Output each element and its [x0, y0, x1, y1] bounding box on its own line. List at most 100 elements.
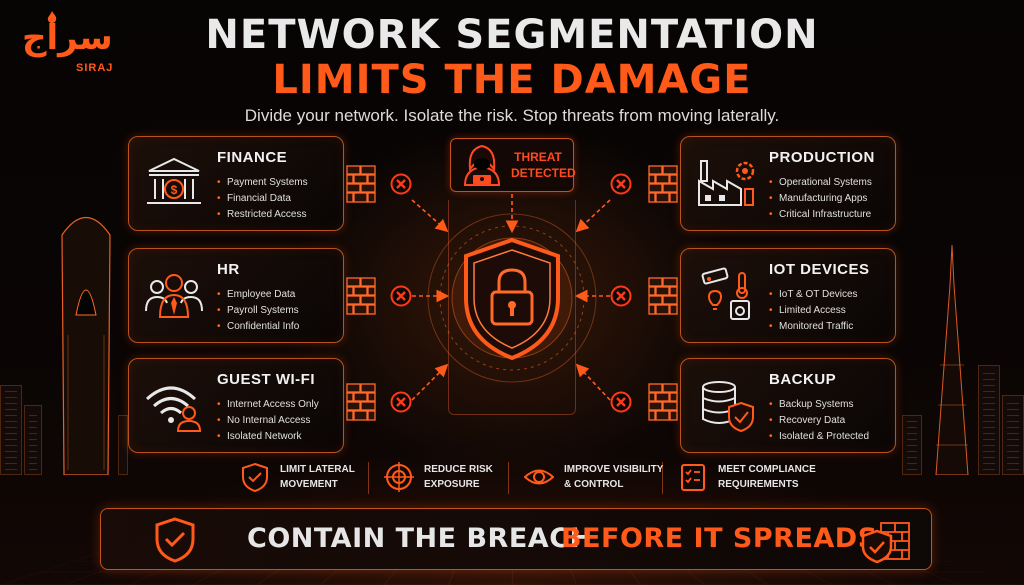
list-item: No Internal Access [217, 413, 319, 429]
benefit-line2: & CONTROL [564, 479, 624, 490]
list-item: Recovery Data [769, 413, 869, 429]
segment-card-hr: HR Employee Data Payroll Systems Confide… [128, 248, 344, 343]
page-title-highlight: LIMITS THE DAMAGE [272, 57, 752, 103]
divider [662, 462, 663, 494]
spire-tower-silhouette [930, 244, 974, 476]
skyline-building [1002, 395, 1024, 475]
banner-text-main: CONTAIN THE BREACH [247, 523, 593, 554]
logo-latin: SIRAJ [76, 62, 114, 74]
iot-icon [695, 267, 757, 323]
shield-check-icon [155, 517, 195, 563]
list-item: Manufacturing Apps [769, 191, 872, 207]
segment-title: IOT DEVICES [769, 261, 870, 278]
target-icon [384, 462, 414, 492]
shield-check-icon [242, 462, 268, 492]
firewall-icon [346, 277, 376, 315]
svg-text:$: $ [171, 183, 178, 197]
benefit-label: MEET COMPLIANCE REQUIREMENTS [718, 462, 828, 492]
benefit-line2: EXPOSURE [424, 479, 480, 490]
bottom-banner: CONTAIN THE BREACH BEFORE IT SPREADS [100, 508, 932, 570]
skyline-building [118, 415, 128, 475]
benefit-label: IMPROVE VISIBILITY & CONTROL [564, 462, 674, 492]
flame-icon [47, 11, 57, 23]
list-item: Employee Data [217, 287, 299, 303]
segment-card-guest-wifi: GUEST WI-FI Internet Access Only No Inte… [128, 358, 344, 453]
blocked-icon [610, 285, 632, 307]
segment-card-production: PRODUCTION Operational Systems Manufactu… [680, 136, 896, 231]
benefit-label: LIMIT LATERAL MOVEMENT [280, 462, 390, 492]
list-item: Isolated & Protected [769, 429, 869, 445]
center-frame [448, 200, 576, 415]
siraj-logo: سراج SIRAJ [18, 10, 118, 80]
hacker-icon [463, 144, 501, 186]
checklist-icon [681, 464, 705, 491]
benefit-line2: REQUIREMENTS [718, 479, 799, 490]
benefit-line1: REDUCE RISK [424, 464, 493, 475]
list-item: Payroll Systems [217, 303, 299, 319]
blocked-icon [390, 173, 412, 195]
divider [368, 462, 369, 494]
skyline-building [24, 405, 42, 475]
benefit-line1: IMPROVE VISIBILITY [564, 464, 664, 475]
skyline-building [902, 415, 922, 475]
threat-label-line1: THREAT [514, 150, 562, 164]
eye-icon [524, 469, 554, 485]
benefit-line1: MEET COMPLIANCE [718, 464, 816, 475]
bank-icon: $ [143, 155, 205, 211]
segment-card-iot-devices: IOT DEVICES IoT & OT Devices Limited Acc… [680, 248, 896, 343]
database-shield-icon [695, 377, 757, 433]
threat-label: THREAT DETECTED [511, 149, 576, 181]
list-item: Internet Access Only [217, 397, 319, 413]
segment-title: GUEST WI-FI [217, 371, 315, 388]
segment-title: HR [217, 261, 240, 278]
benefit-label: REDUCE RISK EXPOSURE [424, 462, 534, 492]
segment-list: Internet Access Only No Internal Access … [217, 397, 319, 445]
firewall-icon [648, 165, 678, 203]
logo-arabic: سراج [22, 18, 113, 58]
list-item: Backup Systems [769, 397, 869, 413]
segment-list: Operational Systems Manufacturing Apps C… [769, 175, 872, 223]
segment-list: Employee Data Payroll Systems Confidenti… [217, 287, 299, 335]
benefit-line1: LIMIT LATERAL [280, 464, 355, 475]
list-item: IoT & OT Devices [769, 287, 858, 303]
wifi-user-icon [143, 377, 205, 433]
segment-card-finance: $ FINANCE Payment Systems Financial Data… [128, 136, 344, 231]
list-item: Critical Infrastructure [769, 207, 872, 223]
segment-list: Backup Systems Recovery Data Isolated & … [769, 397, 869, 445]
blocked-icon [390, 285, 412, 307]
segment-title: BACKUP [769, 371, 837, 388]
list-item: Operational Systems [769, 175, 872, 191]
list-item: Payment Systems [217, 175, 308, 191]
skyline-building [0, 385, 22, 475]
segment-title: PRODUCTION [769, 149, 875, 166]
segment-list: Payment Systems Financial Data Restricte… [217, 175, 308, 223]
divider [508, 462, 509, 494]
list-item: Financial Data [217, 191, 308, 207]
segment-title: FINANCE [217, 149, 288, 166]
list-item: Limited Access [769, 303, 858, 319]
list-item: Monitored Traffic [769, 319, 858, 335]
factory-icon [695, 155, 757, 211]
segment-card-backup: BACKUP Backup Systems Recovery Data Isol… [680, 358, 896, 453]
threat-alert: THREAT DETECTED [450, 138, 576, 192]
page-subtitle: Divide your network. Isolate the risk. S… [244, 106, 780, 125]
people-icon [143, 267, 205, 323]
blocked-icon [390, 391, 412, 413]
firewall-icon [648, 277, 678, 315]
threat-label-line2: DETECTED [511, 166, 576, 180]
list-item: Confidential Info [217, 319, 299, 335]
list-item: Isolated Network [217, 429, 319, 445]
benefit-line2: MOVEMENT [280, 479, 338, 490]
page-title: NETWORK SEGMENTATION [205, 12, 819, 58]
firewall-icon [346, 165, 376, 203]
firewall-icon [346, 383, 376, 421]
segment-list: IoT & OT Devices Limited Access Monitore… [769, 287, 858, 335]
shield-lock-icon [418, 212, 606, 392]
blocked-icon [610, 173, 632, 195]
blocked-icon [610, 391, 632, 413]
shield-firewall-icon [861, 522, 910, 563]
banner-text-highlight: BEFORE IT SPREADS [561, 523, 878, 554]
kingdom-tower-silhouette [58, 205, 114, 476]
skyline-building [978, 365, 1000, 475]
